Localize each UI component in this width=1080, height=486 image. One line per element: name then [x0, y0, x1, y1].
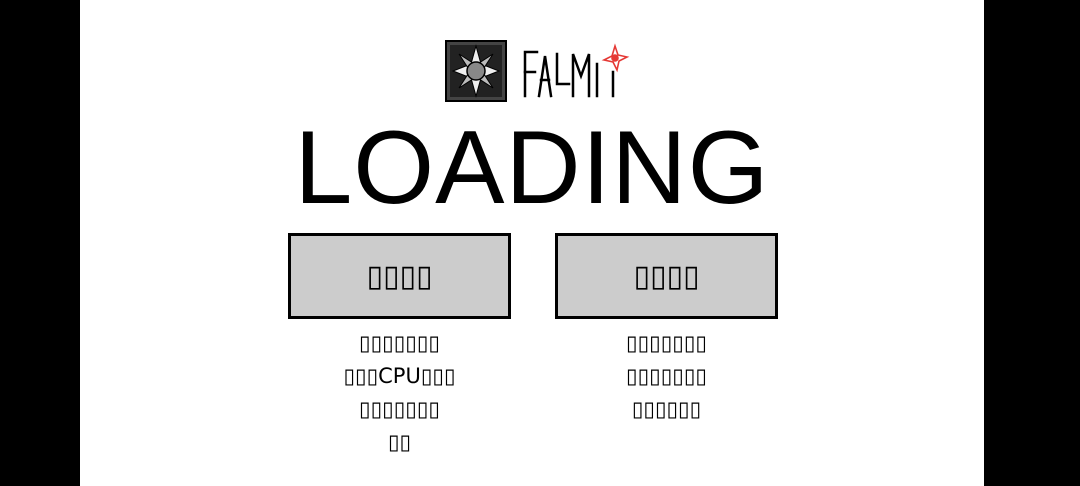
option-button-2[interactable]: ▯▯▯▯ — [555, 233, 778, 319]
falmi-logo — [445, 40, 635, 104]
description-line: ▯▯▯▯▯▯▯ — [359, 331, 440, 355]
option-description-1: ▯▯▯▯▯▯▯ ▯▯▯CPU▯▯▯ ▯▯▯▯▯▯▯ ▯▯ — [288, 327, 511, 459]
description-line: ▯▯▯▯▯▯▯ — [626, 364, 707, 388]
description-line: ▯▯▯▯▯▯▯ — [359, 397, 440, 421]
game-stage: LOADING ▯▯▯▯ ▯▯▯▯ ▯▯▯▯▯▯▯ ▯▯▯CPU▯▯▯ ▯▯▯▯… — [80, 0, 984, 486]
description-line: ▯▯ — [387, 430, 412, 454]
description-line: ▯▯▯▯▯▯ — [631, 397, 702, 421]
description-line: ▯▯▯CPU▯▯▯ — [343, 364, 456, 388]
option-button-1[interactable]: ▯▯▯▯ — [288, 233, 511, 319]
star-emblem-icon — [445, 40, 630, 102]
option-description-2: ▯▯▯▯▯▯▯ ▯▯▯▯▯▯▯ ▯▯▯▯▯▯ — [555, 327, 778, 426]
loading-title: LOADING — [294, 110, 770, 226]
description-line: ▯▯▯▯▯▯▯ — [626, 331, 707, 355]
